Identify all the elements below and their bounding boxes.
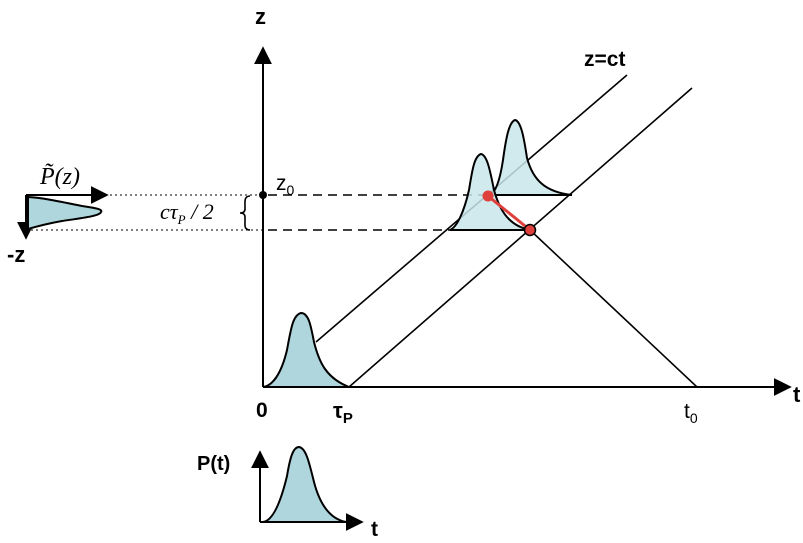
tau-p-label: τP xyxy=(333,398,353,427)
z0-marker xyxy=(259,191,267,199)
brace xyxy=(239,195,251,231)
pulse-origin xyxy=(262,311,350,388)
light-line-back xyxy=(348,87,693,388)
pt-axis-label: t xyxy=(371,518,378,541)
highlight-segment xyxy=(487,194,531,232)
light-line-label: z=ct xyxy=(584,48,625,71)
ctau-half-label: cτP / 2 xyxy=(160,199,214,227)
pulse-profile-left xyxy=(27,195,103,231)
z0-label: z0 xyxy=(276,172,295,198)
highlight-point-upper xyxy=(482,190,494,202)
t0-label: t0 xyxy=(684,400,698,426)
pulse-time-profile xyxy=(262,445,347,523)
z-axis-label: z xyxy=(255,4,266,29)
highlight-point-lower xyxy=(523,223,537,237)
origin-label: 0 xyxy=(256,399,268,422)
pulse-propagated-back xyxy=(489,118,573,196)
pt-label: P(t) xyxy=(197,453,230,475)
t-axis-label: t xyxy=(793,382,801,407)
reflected-line xyxy=(529,229,698,388)
p-tilde-label: P̃(z) xyxy=(39,163,80,190)
neg-z-label: -z xyxy=(7,242,25,267)
